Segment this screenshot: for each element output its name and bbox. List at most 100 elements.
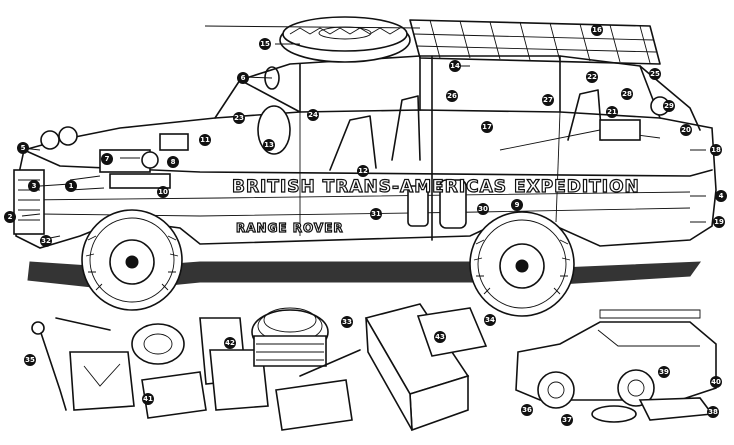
svg-text:11: 11 bbox=[200, 136, 210, 144]
front-wheel bbox=[81, 209, 183, 311]
svg-text:35: 35 bbox=[25, 356, 35, 364]
callout-39: 39 bbox=[658, 366, 670, 378]
svg-text:26: 26 bbox=[447, 92, 457, 100]
svg-text:37: 37 bbox=[562, 416, 572, 424]
svg-text:9: 9 bbox=[515, 201, 520, 209]
svg-text:43: 43 bbox=[435, 333, 445, 341]
callout-17: 17 bbox=[481, 121, 493, 133]
svg-text:6: 6 bbox=[241, 74, 246, 82]
callout-35: 35 bbox=[24, 354, 36, 366]
svg-text:38: 38 bbox=[708, 408, 718, 416]
svg-text:39: 39 bbox=[659, 368, 669, 376]
callout-5: 5 bbox=[17, 142, 29, 154]
inset-vehicle bbox=[515, 309, 717, 423]
callout-13: 13 bbox=[263, 139, 275, 151]
svg-text:1: 1 bbox=[69, 182, 74, 190]
svg-text:33: 33 bbox=[342, 318, 352, 326]
svg-text:21: 21 bbox=[607, 108, 617, 116]
callout-36: 36 bbox=[521, 404, 533, 416]
svg-text:18: 18 bbox=[711, 146, 721, 154]
svg-text:20: 20 bbox=[681, 126, 691, 134]
callout-12: 12 bbox=[357, 165, 369, 177]
callout-28: 28 bbox=[621, 88, 633, 100]
svg-text:2: 2 bbox=[8, 213, 13, 221]
svg-text:42: 42 bbox=[225, 339, 235, 347]
callout-42: 42 bbox=[224, 337, 236, 349]
callout-3: 3 bbox=[28, 180, 40, 192]
interior-details bbox=[257, 89, 670, 229]
svg-text:22: 22 bbox=[587, 73, 597, 81]
callout-11: 11 bbox=[199, 134, 211, 146]
svg-text:24: 24 bbox=[308, 111, 318, 119]
svg-text:16: 16 bbox=[592, 26, 602, 34]
callout-16: 16 bbox=[591, 24, 603, 36]
svg-text:15: 15 bbox=[260, 40, 270, 48]
callout-8: 8 bbox=[167, 156, 179, 168]
callout-32: 32 bbox=[40, 235, 52, 247]
svg-text:17: 17 bbox=[482, 123, 492, 131]
svg-text:10: 10 bbox=[158, 188, 168, 196]
callout-29: 29 bbox=[663, 100, 675, 112]
svg-text:36: 36 bbox=[522, 406, 532, 414]
svg-text:41: 41 bbox=[143, 395, 153, 403]
callout-25: 25 bbox=[649, 68, 661, 80]
callout-21: 21 bbox=[606, 106, 618, 118]
callout-1: 1 bbox=[65, 180, 77, 192]
wrench bbox=[39, 329, 67, 411]
svg-text:25: 25 bbox=[650, 70, 660, 78]
svg-text:7: 7 bbox=[105, 155, 110, 163]
svg-text:3: 3 bbox=[32, 182, 37, 190]
callout-14: 14 bbox=[449, 60, 461, 72]
svg-text:14: 14 bbox=[450, 62, 460, 70]
callout-18: 18 bbox=[710, 144, 722, 156]
callout-38: 38 bbox=[707, 406, 719, 418]
svg-text:34: 34 bbox=[485, 316, 495, 324]
svg-text:31: 31 bbox=[371, 210, 381, 218]
callout-15: 15 bbox=[259, 38, 271, 50]
callout-24: 24 bbox=[307, 109, 319, 121]
svg-text:23: 23 bbox=[234, 114, 244, 122]
svg-text:13: 13 bbox=[264, 141, 274, 149]
rear-wheel bbox=[469, 211, 575, 317]
callout-6: 6 bbox=[237, 72, 249, 84]
callout-30: 30 bbox=[477, 203, 489, 215]
callout-31: 31 bbox=[370, 208, 382, 220]
callout-43: 43 bbox=[434, 331, 446, 343]
livery-subtext: RANGE ROVER bbox=[236, 221, 344, 235]
svg-text:12: 12 bbox=[358, 167, 368, 175]
svg-text:28: 28 bbox=[622, 90, 632, 98]
svg-text:5: 5 bbox=[21, 144, 26, 152]
vehicle-body bbox=[13, 66, 717, 249]
callout-2: 2 bbox=[4, 211, 16, 223]
engine-bay bbox=[69, 133, 189, 191]
svg-text:19: 19 bbox=[714, 218, 724, 226]
callout-27: 27 bbox=[542, 94, 554, 106]
callout-41: 41 bbox=[142, 393, 154, 405]
callout-7: 7 bbox=[101, 153, 113, 165]
svg-text:4: 4 bbox=[719, 192, 724, 200]
svg-text:40: 40 bbox=[711, 378, 721, 386]
callout-10: 10 bbox=[157, 186, 169, 198]
svg-text:27: 27 bbox=[543, 96, 553, 104]
equipment-group bbox=[31, 303, 488, 432]
roof-rack bbox=[279, 16, 661, 65]
callout-20: 20 bbox=[680, 124, 692, 136]
callout-40: 40 bbox=[710, 376, 722, 388]
callout-4: 4 bbox=[715, 190, 727, 202]
callouts: 15 16 6 14 22 25 26 27 28 29 23 24 17 20… bbox=[4, 24, 727, 426]
callout-26: 26 bbox=[446, 90, 458, 102]
jerrycan bbox=[69, 351, 135, 411]
callout-33: 33 bbox=[341, 316, 353, 328]
svg-text:29: 29 bbox=[664, 102, 674, 110]
callout-9: 9 bbox=[511, 199, 523, 211]
livery-text: BRITISH TRANS-AMERICAS EXPEDITION bbox=[232, 177, 640, 197]
svg-text:30: 30 bbox=[478, 205, 488, 213]
callout-19: 19 bbox=[713, 216, 725, 228]
callout-22: 22 bbox=[586, 71, 598, 83]
callout-34: 34 bbox=[484, 314, 496, 326]
svg-text:32: 32 bbox=[41, 237, 51, 245]
svg-text:8: 8 bbox=[171, 158, 176, 166]
callout-23: 23 bbox=[233, 112, 245, 124]
